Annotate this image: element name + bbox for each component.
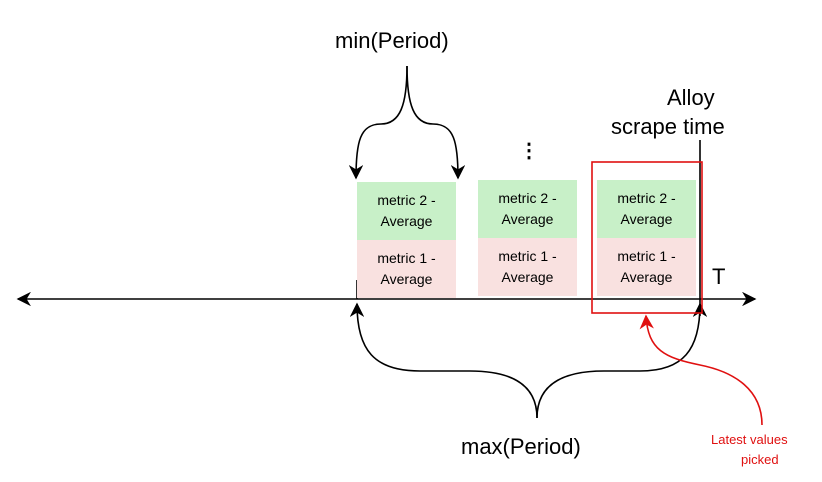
time-axis-label: T xyxy=(712,264,726,289)
latest-values-highlight xyxy=(591,161,703,314)
period-2-metric1-box: metric 1 - Average xyxy=(478,238,577,296)
period-2-metric1-label: metric 1 - Average xyxy=(498,248,557,285)
period-2-metric2-label: metric 2 - Average xyxy=(498,190,557,227)
scrape-time-label-line2: scrape time xyxy=(611,114,725,139)
period-1-metric2-box: metric 2 - Average xyxy=(357,182,456,240)
max-period-label: max(Period) xyxy=(461,434,581,459)
max-period-brace xyxy=(349,302,538,419)
period-3-metric1-box: metric 1 - Average xyxy=(597,238,696,296)
min-period-label: min(Period) xyxy=(335,28,449,53)
period-2-metric2-box: metric 2 - Average xyxy=(478,180,577,238)
min-period-brace xyxy=(348,65,408,180)
period-1-metric1-label: metric 1 - Average xyxy=(377,250,436,287)
latest-values-arrow xyxy=(639,314,763,426)
period-1-metric2-label: metric 2 - Average xyxy=(377,192,436,229)
latest-values-label-line1: Latest values xyxy=(711,432,788,447)
period-3-metric2-label: metric 2 - Average xyxy=(617,190,676,227)
period-3-metric2-box: metric 2 - Average xyxy=(597,180,696,238)
period-3-metric1-label: metric 1 - Average xyxy=(617,248,676,285)
period-1-metric1-box: metric 1 - Average xyxy=(357,240,456,298)
scrape-time-label-line1: Alloy xyxy=(667,85,715,110)
ellipsis-icon: ⋮ xyxy=(519,140,539,162)
latest-values-label-line2: picked xyxy=(741,452,779,467)
